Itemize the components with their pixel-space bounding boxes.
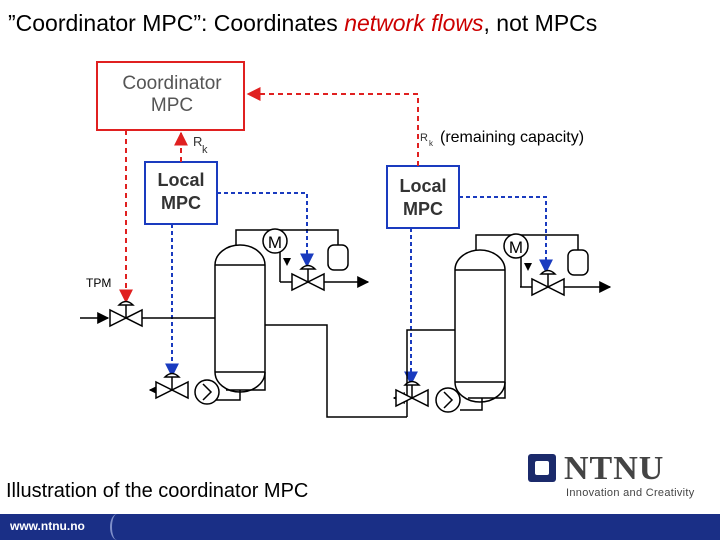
local-mpc-right-line2: MPC [403,199,443,219]
rk-left-sub: k [202,144,208,156]
right-motor: M [503,233,532,287]
local-mpc-right-line1: Local [399,176,446,196]
left-accumulator [327,244,349,271]
local-control-signals [165,192,553,386]
coordinator-label-line1: Coordinator [122,73,222,94]
right-process-unit [392,234,612,417]
local-mpc-left-line1: Local [157,170,204,190]
slide-title: ”Coordinator MPC”: Coordinates network f… [8,10,597,37]
left-motor: M [262,228,291,282]
left-distillation-column [214,244,266,393]
local-mpc-right-box: Local MPC [386,165,460,229]
right-distillation-column [454,249,506,403]
title-prefix: ”Coordinator MPC”: Coordinates [8,10,345,36]
coordinator-mpc-box: Coordinator MPC [96,61,245,131]
left-heat-exchanger [194,379,220,405]
rk-left-label: R [193,134,202,149]
tpm-valve [109,300,143,328]
logo-tagline: Innovation and Creativity [566,487,695,499]
left-top-valve [291,264,325,292]
right-top-valve [531,269,565,297]
footer-decoration [110,514,124,540]
rk-right-sub: k [429,139,434,148]
caption: Illustration of the coordinator MPC [6,480,309,502]
left-process-unit [80,229,407,418]
local-mpc-left-line2: MPC [161,193,201,213]
footer-bar: www.ntnu.no [0,514,720,540]
rk-right-label: R [420,132,428,144]
right-accumulator [567,249,589,276]
tpm-label: TPM [86,276,111,290]
right-motor-label: M [509,238,523,257]
coordinator-label-line2: MPC [151,95,193,116]
left-top-valve-signal [217,192,314,268]
remaining-capacity-label: (remaining capacity) [440,129,584,146]
right-top-valve-signal [459,196,553,274]
right-bottom-valve [395,380,429,408]
coordinator-signals [119,87,419,304]
left-bottom-valve [155,372,189,400]
ntnu-logo: NTNU Innovation and Creativity [528,450,708,504]
ntnu-logo-icon [528,454,556,482]
footer-url[interactable]: www.ntnu.no [10,519,85,533]
local-mpc-left-box: Local MPC [144,161,218,225]
rk-right-signal [246,87,419,166]
left-motor-label: M [268,233,282,252]
title-suffix: , not MPCs [483,10,598,36]
right-heat-exchanger [435,387,461,413]
title-highlight: network flows [344,10,484,36]
logo-name: NTNU [564,450,665,487]
